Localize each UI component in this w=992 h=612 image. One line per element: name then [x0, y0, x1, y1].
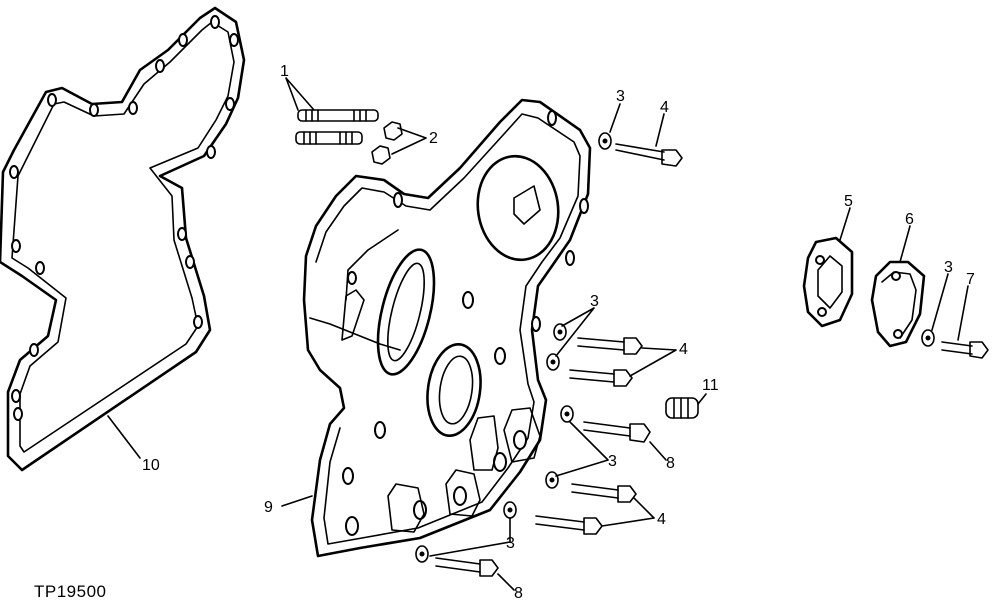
timing-gear-cover — [302, 98, 592, 558]
callout-4-top: 4 — [660, 99, 669, 116]
callout-5: 5 — [844, 193, 853, 210]
washer-right — [921, 329, 935, 347]
cover-plate — [870, 260, 926, 348]
dowel-pin — [665, 397, 699, 419]
callout-3-upper-mid: 3 — [590, 293, 599, 310]
bolt-right — [941, 341, 989, 359]
front-cover-gasket — [0, 6, 246, 472]
callout-4-lower: 4 — [657, 511, 666, 528]
callout-1: 1 — [280, 63, 289, 80]
studs — [295, 109, 379, 145]
callout-3-lower-mid: 3 — [608, 453, 617, 470]
figure-id: TP19500 — [34, 582, 107, 601]
callout-labels: 1 2 3 4 3 4 11 3 8 4 3 8 9 10 5 6 3 7 — [142, 63, 975, 602]
callout-4-upper-mid: 4 — [679, 341, 688, 358]
washer-bolt-top — [598, 132, 683, 167]
callout-3-right: 3 — [944, 259, 953, 276]
plate-gasket — [802, 236, 854, 328]
callout-3-bottom: 3 — [506, 535, 515, 552]
callout-8-bottom: 8 — [514, 585, 523, 602]
callout-7: 7 — [966, 271, 975, 288]
callout-9: 9 — [264, 499, 273, 516]
callout-10: 10 — [142, 457, 160, 474]
leader-lines — [107, 77, 969, 591]
callout-6: 6 — [905, 211, 914, 228]
callout-11: 11 — [702, 377, 719, 394]
nuts — [371, 121, 403, 165]
bolts-mid — [435, 337, 651, 577]
callout-3-top: 3 — [616, 88, 625, 105]
gasket-bolt-holes — [9, 15, 239, 421]
callout-2: 2 — [429, 130, 438, 147]
washers-mid — [415, 323, 574, 563]
callout-8-mid: 8 — [666, 455, 675, 472]
